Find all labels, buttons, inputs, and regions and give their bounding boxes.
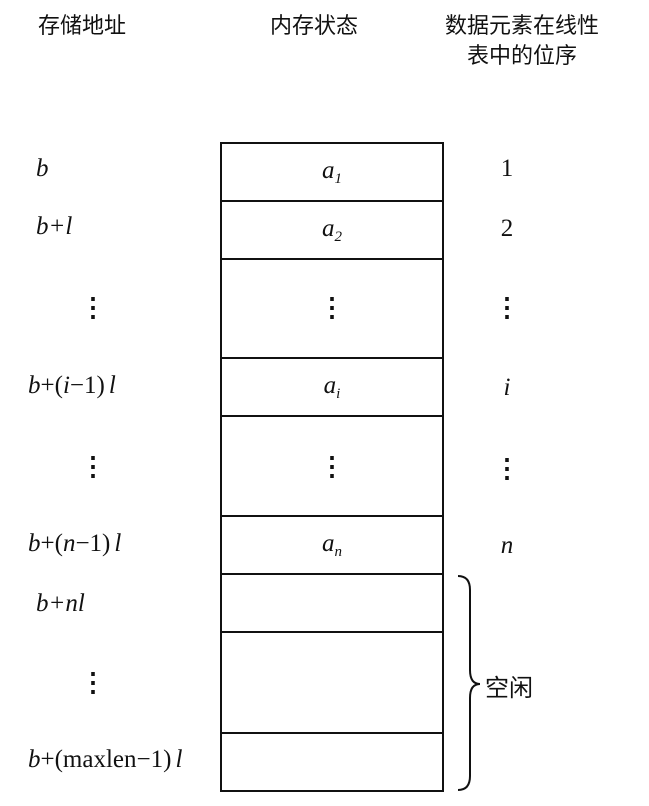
cell-an: an [221, 530, 443, 561]
address-part: +( [40, 372, 63, 399]
address-part: b [28, 530, 41, 557]
ellipsis-order-2: ⋮ [494, 454, 520, 483]
ellipsis-memory-2: ⋮ [319, 452, 345, 481]
address-part: +(maxlen−1) [40, 746, 172, 773]
address-part: b [28, 372, 41, 399]
cell-var: a [322, 530, 335, 557]
address-part: n [62, 530, 76, 557]
cell-sub: 1 [334, 171, 343, 187]
ellipsis-address-1: ⋮ [80, 293, 106, 322]
address-b-plus-n-minus-1-l: b+(n−1)l [28, 530, 121, 558]
address-b-plus-maxlen-minus-1-l: b+(maxlen−1)l [28, 746, 182, 774]
cell-ai: ai [221, 372, 443, 403]
address-part: i [62, 372, 70, 399]
ellipsis-address-2: ⋮ [80, 452, 106, 481]
ellipsis-order-1: ⋮ [494, 293, 520, 322]
order-2: 2 [500, 215, 514, 242]
address-part: −1) [75, 530, 111, 557]
memory-block-outline [220, 142, 444, 792]
header-memory: 内存状态 [270, 14, 359, 39]
header-address: 存储地址 [38, 14, 127, 39]
cell-sub: n [334, 544, 343, 560]
header-order: 数据元素在线性 表中的位序 [418, 12, 626, 72]
header-order-line2: 表中的位序 [466, 44, 577, 69]
address-part: l [108, 372, 116, 399]
ellipsis-address-3: ⋮ [80, 668, 106, 697]
order-n: n [500, 532, 514, 559]
cell-a2: a2 [221, 215, 443, 246]
address-part: l [175, 746, 183, 773]
ellipsis-memory-1: ⋮ [319, 293, 345, 322]
order-1: 1 [500, 155, 514, 182]
cell-var: a [323, 372, 337, 399]
address-part: +( [40, 530, 63, 557]
address-b-plus-i-minus-1-l: b+(i−1)l [28, 372, 116, 400]
order-i: i [503, 374, 511, 401]
address-b: b [36, 155, 49, 182]
address-part: l [114, 530, 122, 557]
cell-var: a [322, 157, 335, 184]
cell-var: a [322, 215, 335, 242]
free-brace [457, 575, 481, 791]
header-order-line1: 数据元素在线性 [444, 14, 599, 39]
address-b-plus-nl: b+nl [36, 590, 85, 617]
address-b-plus-l: b+l [36, 213, 73, 240]
cell-a1: a1 [221, 157, 443, 188]
free-label: 空闲 [485, 674, 533, 702]
cell-sub: i [336, 386, 341, 402]
address-part: −1) [69, 372, 105, 399]
cell-sub: 2 [334, 229, 343, 245]
address-part: b [28, 746, 41, 773]
